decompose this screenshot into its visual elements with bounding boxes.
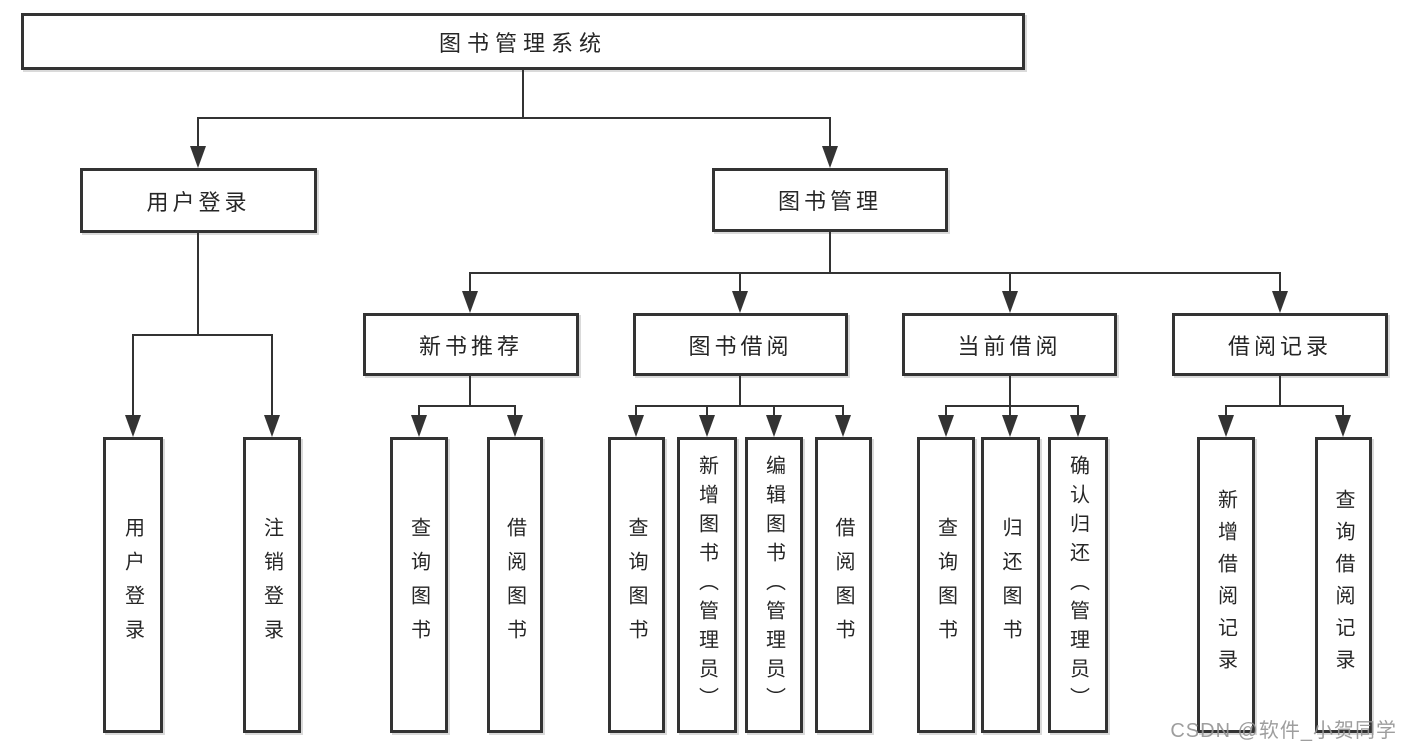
leaf-confirm-return-admin: 确认归还（管理员） (1048, 437, 1108, 733)
node-book-borrow: 图书借阅 (633, 313, 848, 376)
edge-drop (418, 405, 420, 418)
edge-drop (514, 405, 516, 418)
edge-drop (842, 405, 844, 418)
arrow-down-icon (1070, 415, 1086, 437)
leaf-label: 借阅图书 (503, 517, 526, 653)
leaf-query-book-current: 查询图书 (917, 437, 975, 733)
edge-drop (1342, 405, 1344, 418)
leaf-query-book-recommend: 查询图书 (390, 437, 448, 733)
arrow-down-icon (411, 415, 427, 437)
arrow-down-icon (699, 415, 715, 437)
arrow-down-icon (125, 415, 141, 437)
node-book-mgmt: 图书管理 (712, 168, 948, 232)
node-current-borrow: 当前借阅 (902, 313, 1117, 376)
edge-drop-borrow-record (1279, 272, 1281, 294)
watermark: CSDN @软件_小贺同学 (1170, 720, 1397, 742)
leaf-label: 查询图书 (625, 517, 647, 653)
leaf-label: 确认归还（管理员） (1066, 454, 1089, 716)
leaf-label: 编辑图书（管理员） (762, 454, 785, 716)
edge-borrow-record-branch (1225, 405, 1344, 407)
leaf-query-book-borrow: 查询图书 (608, 437, 665, 733)
edge-drop-leaf-logout (271, 334, 273, 417)
edge-borrow-record-stem (1279, 376, 1281, 407)
arrow-down-icon (938, 415, 954, 437)
node-new-book-recommend: 新书推荐 (363, 313, 579, 376)
leaf-label: 用户登录 (121, 517, 144, 653)
edge-drop (635, 405, 637, 418)
edge-drop-book-borrow (739, 272, 741, 294)
arrow-down-icon (1002, 291, 1018, 313)
leaf-label: 归还图书 (999, 517, 1021, 653)
edge-root-stem (522, 70, 524, 119)
arrow-down-icon (462, 291, 478, 313)
edge-drop-current-borrow (1009, 272, 1011, 294)
leaf-label: 新增图书（管理员） (695, 454, 718, 716)
leaf-logout: 注销登录 (243, 437, 301, 733)
edge-book-borrow-stem (739, 376, 741, 407)
node-user-login: 用户登录 (80, 168, 317, 233)
arrow-down-icon (628, 415, 644, 437)
leaf-borrow-book: 借阅图书 (815, 437, 872, 733)
arrow-down-icon (835, 415, 851, 437)
edge-user-login-stem (197, 233, 199, 336)
arrow-down-icon (732, 291, 748, 313)
leaf-query-borrow-record: 查询借阅记录 (1315, 437, 1372, 733)
edge-user-login-branch (132, 334, 273, 336)
edge-new-book-branch (418, 405, 516, 407)
arrow-down-icon (1218, 415, 1234, 437)
edge-drop (1009, 405, 1011, 418)
arrow-down-icon (264, 415, 280, 437)
arrow-down-icon (822, 146, 838, 168)
edge-drop-book-mgmt (829, 117, 831, 150)
leaf-label: 注销登录 (260, 517, 283, 653)
node-library-system: 图书管理系统 (21, 13, 1025, 70)
edge-drop (945, 405, 947, 418)
leaf-label: 新增借阅记录 (1214, 489, 1237, 681)
leaf-edit-book-admin: 编辑图书（管理员） (745, 437, 803, 733)
leaf-label: 借阅图书 (832, 517, 854, 653)
edge-new-book-stem (469, 376, 471, 407)
leaf-add-borrow-record: 新增借阅记录 (1197, 437, 1255, 733)
arrow-down-icon (190, 146, 206, 168)
leaf-label: 查询图书 (407, 517, 430, 653)
edge-book-mgmt-branch (469, 272, 1281, 274)
edge-current-borrow-stem (1009, 376, 1011, 407)
edge-drop (1077, 405, 1079, 418)
edge-drop-user-login (197, 117, 199, 150)
node-borrow-record: 借阅记录 (1172, 313, 1388, 376)
arrow-down-icon (766, 415, 782, 437)
arrow-down-icon (1272, 291, 1288, 313)
edge-drop-new-book (469, 272, 471, 294)
edge-drop (773, 405, 775, 418)
leaf-label: 查询借阅记录 (1332, 489, 1354, 681)
edge-drop (1225, 405, 1227, 418)
leaf-label: 查询图书 (934, 517, 957, 653)
arrow-down-icon (1002, 415, 1018, 437)
edge-drop (706, 405, 708, 418)
leaf-borrow-book-recommend: 借阅图书 (487, 437, 543, 733)
arrow-down-icon (507, 415, 523, 437)
edge-book-borrow-branch (635, 405, 844, 407)
leaf-add-book-admin: 新增图书（管理员） (677, 437, 737, 733)
edge-drop-leaf-user-login (132, 334, 134, 417)
edge-current-borrow-branch (945, 405, 1079, 407)
leaf-return-book: 归还图书 (981, 437, 1040, 733)
leaf-user-login: 用户登录 (103, 437, 163, 733)
edge-book-mgmt-stem (829, 232, 831, 274)
edge-root-branch (197, 117, 831, 119)
arrow-down-icon (1335, 415, 1351, 437)
